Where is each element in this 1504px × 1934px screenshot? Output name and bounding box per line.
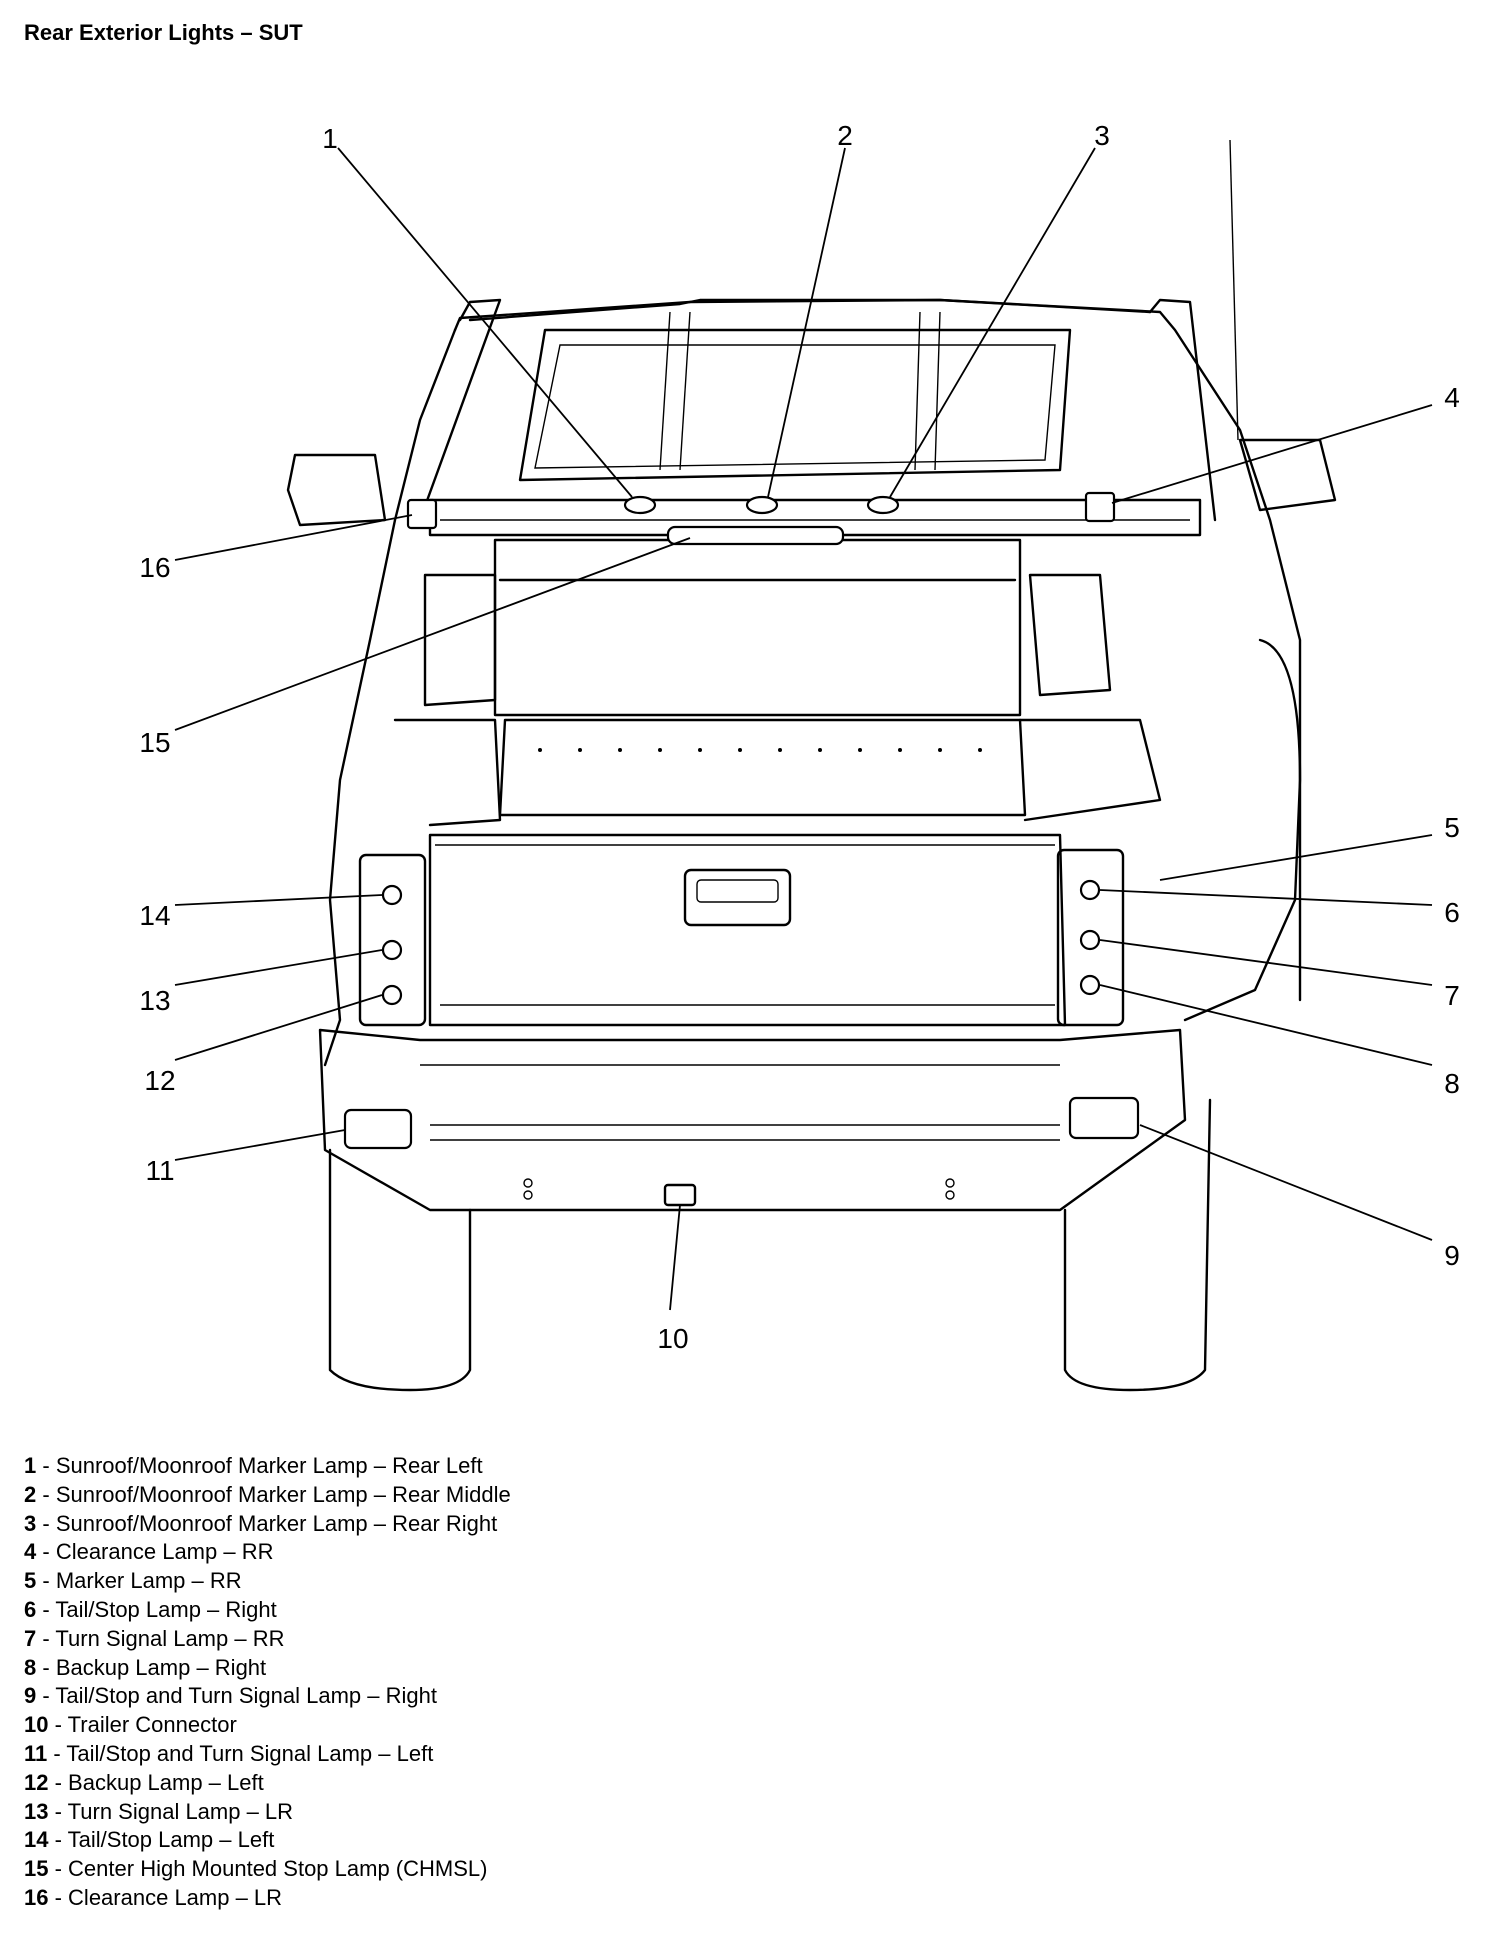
- turn-signal-lamp-rr-icon: [1079, 929, 1101, 951]
- legend-label: Center High Mounted Stop Lamp (CHMSL): [68, 1856, 488, 1882]
- legend-item: 6 - Tail/Stop Lamp – Right: [24, 1596, 277, 1622]
- legend-label: Clearance Lamp – LR: [68, 1884, 283, 1910]
- legend-item: 7 - Turn Signal Lamp – RR: [24, 1625, 285, 1651]
- legend-num: 14: [24, 1827, 49, 1853]
- legend-num: 12: [24, 1769, 49, 1795]
- legend-label: Sunroof/Moonroof Marker Lamp – Rear Righ…: [55, 1510, 498, 1536]
- legend-item: 13 - Turn Signal Lamp – LR: [24, 1798, 294, 1824]
- legend-item: 2 - Sunroof/Moonroof Marker Lamp – Rear …: [24, 1481, 511, 1507]
- legend-num: 11: [24, 1740, 48, 1766]
- legend-item: 5 - Marker Lamp – RR: [24, 1568, 242, 1594]
- leader-lines: [174, 147, 1433, 1311]
- vehicle-rear-diagram: 1 2 3 4 5 6 7 8 9 10 11 12 13 14 15 16: [139, 120, 1460, 1392]
- chmsl-icon: [666, 525, 845, 546]
- callout-9: 9: [1444, 1240, 1460, 1271]
- legend-num: 3: [24, 1510, 37, 1536]
- legend-item: 14 - Tail/Stop Lamp – Left: [24, 1827, 275, 1853]
- legend-item: 3 - Sunroof/Moonroof Marker Lamp – Rear …: [24, 1510, 498, 1536]
- legend-label: Backup Lamp – Right: [55, 1654, 267, 1680]
- callout-4: 4: [1444, 382, 1460, 413]
- legend-item: 10 - Trailer Connector: [24, 1712, 237, 1738]
- callout-13: 13: [139, 985, 170, 1016]
- legend-label: Sunroof/Moonroof Marker Lamp – Rear Midd…: [55, 1481, 511, 1507]
- clearance-lamp-lr-icon: [406, 498, 438, 530]
- legend-num: 9: [24, 1683, 37, 1709]
- legend-label: Clearance Lamp – RR: [55, 1539, 274, 1565]
- callout-6: 6: [1444, 897, 1460, 928]
- legend-num: 13: [24, 1798, 49, 1824]
- legend-num: 6: [24, 1596, 37, 1622]
- callout-11: 11: [145, 1155, 174, 1186]
- callout-10: 10: [657, 1323, 688, 1354]
- callout-16: 16: [139, 552, 170, 583]
- legend-item: 8 - Backup Lamp – Right: [24, 1654, 267, 1680]
- legend-label: Tail/Stop and Turn Signal Lamp – Left: [66, 1740, 434, 1766]
- legend-num: 5: [24, 1568, 37, 1594]
- backup-lamp-right-icon: [1079, 974, 1101, 996]
- legend-item: 1 - Sunroof/Moonroof Marker Lamp – Rear …: [24, 1453, 483, 1478]
- roof-lamps: [406, 491, 1116, 546]
- legend-num: 15: [24, 1856, 49, 1882]
- sunroof-marker-lamp-rear-middle-icon: [745, 495, 779, 515]
- trailer-connector: [663, 1183, 697, 1207]
- tail-stop-lamp-left-icon: [381, 884, 403, 906]
- page-title: Rear Exterior Lights – SUT: [24, 20, 303, 45]
- turn-signal-lamp-lr-icon: [381, 939, 403, 961]
- legend-label: Tail/Stop Lamp – Left: [67, 1827, 275, 1853]
- callout-1: 1: [322, 123, 338, 154]
- legend-label: Trailer Connector: [67, 1712, 237, 1738]
- callout-12: 12: [144, 1065, 175, 1096]
- legend-label: Turn Signal Lamp – LR: [67, 1798, 294, 1824]
- tail-stop-lamp-right-icon: [1079, 879, 1101, 901]
- right-tail-lamp-assembly: [1056, 848, 1125, 1027]
- legend-label: Tail/Stop and Turn Signal Lamp – Right: [55, 1683, 437, 1709]
- callout-15: 15: [139, 727, 170, 758]
- clearance-lamp-rr-icon: [1084, 491, 1116, 523]
- legend-num: 2: [24, 1481, 37, 1507]
- callout-14: 14: [139, 900, 170, 931]
- legend-num: 16: [24, 1884, 49, 1910]
- legend-num: 8: [24, 1654, 37, 1680]
- callout-8: 8: [1444, 1068, 1460, 1099]
- legend-item: 16 - Clearance Lamp – LR: [24, 1884, 283, 1910]
- legend: 1 - Sunroof/Moonroof Marker Lamp – Rear …: [24, 1452, 511, 1913]
- legend-item: 9 - Tail/Stop and Turn Signal Lamp – Rig…: [24, 1683, 437, 1709]
- sunroof-marker-lamp-rear-right-icon: [866, 495, 900, 515]
- sunroof-marker-lamp-rear-left-icon: [623, 495, 657, 515]
- legend-num: 4: [24, 1539, 37, 1565]
- legend-num: 1: [24, 1453, 37, 1478]
- bumper-lamps: [343, 1096, 1140, 1150]
- callout-numbers: 1 2 3 4 5 6 7 8 9 10 11 12 13 14 15 16: [139, 120, 1459, 1354]
- legend-label: Backup Lamp – Left: [68, 1769, 264, 1795]
- legend-label: Tail/Stop Lamp – Right: [55, 1596, 277, 1622]
- legend-item: 11 - Tail/Stop and Turn Signal Lamp – Le…: [24, 1740, 434, 1766]
- backup-lamp-left-icon: [381, 984, 403, 1006]
- legend-item: 4 - Clearance Lamp – RR: [24, 1539, 274, 1565]
- midgate-rivets: [538, 748, 982, 752]
- legend-label: Sunroof/Moonroof Marker Lamp – Rear Left: [55, 1453, 483, 1478]
- tail-stop-turn-lamp-right-icon: [1068, 1096, 1140, 1140]
- legend-label: Marker Lamp – RR: [55, 1568, 242, 1594]
- tail-stop-turn-lamp-left-icon: [343, 1108, 413, 1150]
- left-tail-lamp-assembly: [358, 853, 427, 1027]
- callout-3: 3: [1094, 120, 1110, 151]
- vehicle-body: [286, 139, 1337, 1392]
- callout-7: 7: [1444, 980, 1460, 1011]
- legend-item: 12 - Backup Lamp – Left: [24, 1769, 264, 1795]
- legend-num: 7: [24, 1625, 37, 1651]
- legend-num: 10: [24, 1712, 49, 1738]
- callout-2: 2: [837, 120, 853, 151]
- callout-5: 5: [1444, 812, 1460, 843]
- legend-label: Turn Signal Lamp – RR: [55, 1625, 285, 1651]
- legend-item: 15 - Center High Mounted Stop Lamp (CHMS…: [24, 1856, 488, 1882]
- bumper-bolts: [523, 1178, 955, 1200]
